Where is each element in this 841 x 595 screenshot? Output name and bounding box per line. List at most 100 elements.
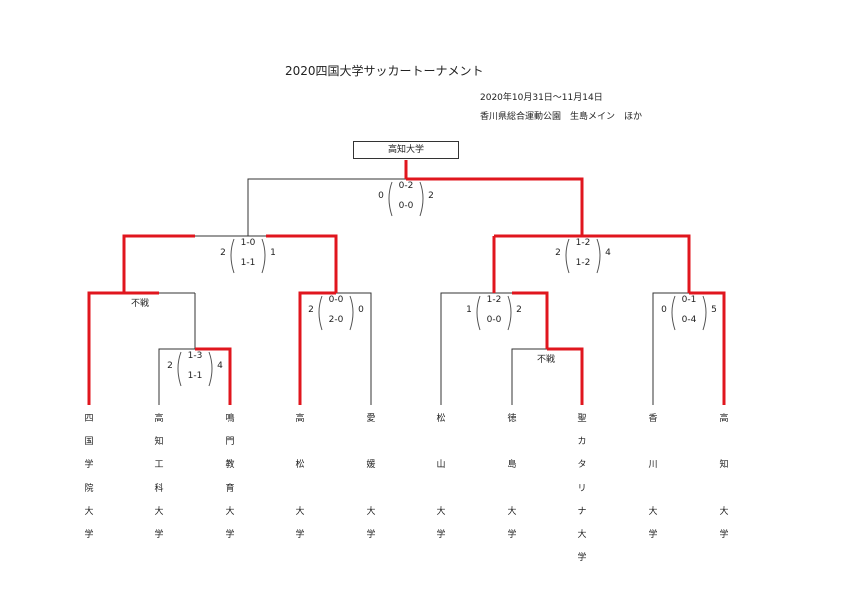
team-char: 学 [648,530,658,541]
team-char: 島 [507,460,517,471]
team-char [504,478,520,501]
dates: 2020年10月31日～11月14日 [480,93,603,103]
bracket-line [440,292,512,405]
team-char: 香 [648,414,658,424]
team-char: 大 [436,506,446,517]
team-char: 山 [436,460,446,471]
team-char: 学 [436,530,446,541]
team-char: 科 [154,483,164,494]
score-paren-left [230,238,235,274]
bracket-line-winner [298,291,336,405]
bracket-line-winner [266,234,338,293]
bracket-line [247,178,406,236]
team-char: 大 [154,506,164,517]
team-char: 媛 [366,460,376,471]
team-char: 徳 [507,414,517,424]
team-char [645,478,661,501]
half2-score: 1-2 [575,258,591,268]
bracket-line-winner [512,291,549,349]
right-total-score: 2 [516,305,522,315]
team-char: リ [577,483,587,494]
right-total-score: 5 [711,305,717,315]
team-char: 大 [225,506,235,517]
team-name: 高 知 大学 [716,408,732,547]
score-paren-left [318,295,323,331]
team-char [645,431,661,454]
half2-score: 0-4 [681,315,697,325]
score-paren-left [671,295,676,331]
bracket-line-winner [406,177,584,236]
team-char: 四 [84,414,94,424]
bracket-line [652,292,689,405]
half1-score: 0-1 [681,295,697,305]
champion-box: 高知大学 [353,141,459,159]
team-char: 松 [436,414,446,424]
bracket-line [158,348,195,405]
left-total-score: 2 [167,361,173,371]
team-char: 大 [648,506,658,517]
team-char: 学 [577,553,587,564]
team-char: 工 [154,460,164,471]
team-char [433,431,449,454]
team-char: 聖 [577,414,587,424]
right-total-score: 0 [358,305,364,315]
half1-score: 1-2 [486,295,502,305]
team-char: 大 [295,506,305,517]
score-paren-right [261,238,266,274]
team-char: 学 [295,530,305,541]
forfeit-label-1: 不戦 [131,299,150,309]
score-paren-left [388,181,393,217]
bracket-line-winner [582,234,691,293]
half1-score: 1-3 [187,351,203,361]
team-char: 大 [507,506,517,517]
bracket-line-winner [87,291,159,405]
score-paren-right [349,295,354,331]
team-char: 大 [719,506,729,517]
team-char: 育 [225,483,235,494]
team-name: 四国学院大学 [81,408,97,547]
score-paren-right [507,295,512,331]
team-char: 門 [225,437,235,448]
team-char [363,431,379,454]
score-paren-right [596,238,601,274]
team-char [363,478,379,501]
team-char [292,431,308,454]
left-total-score: 0 [661,305,667,315]
bracket-line-winner [689,291,726,405]
team-char: 知 [719,460,729,471]
half1-score: 0-2 [398,181,414,191]
score-paren-left [476,295,481,331]
team-char [716,478,732,501]
team-name: 鳴門教育大学 [222,408,238,547]
page-title: 2020四国大学サッカートーナメント [285,64,484,78]
team-char: 学 [225,530,235,541]
bracket-line-winner [122,234,195,293]
team-char: 大 [577,530,587,541]
team-char [504,431,520,454]
half2-score: 1-1 [187,371,203,381]
team-char: 松 [295,460,305,471]
team-char: 知 [154,437,164,448]
team-char: 愛 [366,414,376,424]
team-char: 学 [719,530,729,541]
team-char: 川 [648,460,658,471]
left-total-score: 2 [220,248,226,258]
right-total-score: 4 [605,248,611,258]
left-total-score: 2 [308,305,314,315]
team-char: 大 [366,506,376,517]
bracket-line-winner [547,347,584,405]
team-char [716,431,732,454]
team-char: 学 [366,530,376,541]
bracket-line-winner [195,347,232,405]
score-paren-left [177,351,182,387]
team-char: 高 [154,414,164,424]
half2-score: 0-0 [398,201,414,211]
team-char: 大 [84,506,94,517]
team-name: 徳 島 大学 [504,408,520,547]
team-char: 学 [84,530,94,541]
team-char: 高 [295,414,305,424]
team-name: 聖カタリナ大学 [574,408,590,570]
right-total-score: 4 [217,361,223,371]
bracket-line [511,348,547,405]
